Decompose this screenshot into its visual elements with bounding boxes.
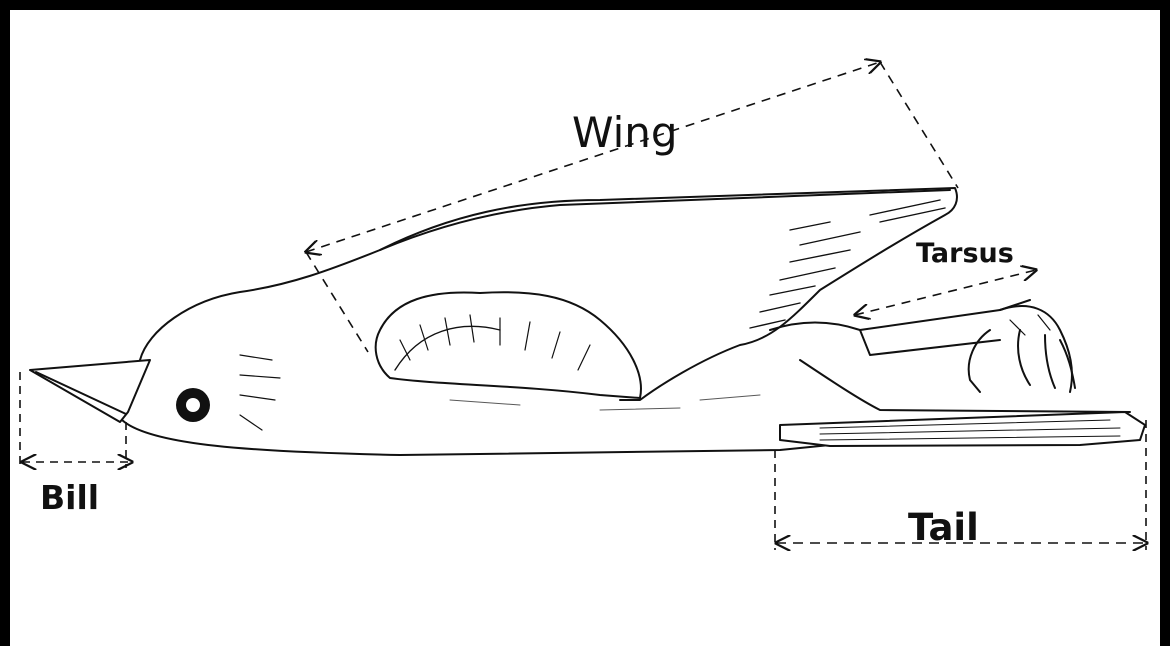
bill-label: Bill: [40, 481, 99, 514]
bird-illustration: [30, 188, 1145, 455]
foot: [1000, 306, 1072, 392]
wing-coverts: [376, 292, 641, 398]
tail-label: Tail: [908, 509, 979, 546]
wing-label: Wing: [572, 112, 678, 154]
tarsus-label: Tarsus: [916, 240, 1014, 267]
bill-shape: [30, 360, 150, 422]
belly-outline: [122, 420, 830, 455]
wing-extension-line-right: [880, 62, 958, 188]
leg: [770, 300, 1030, 330]
wing-measure-line: [306, 62, 880, 252]
